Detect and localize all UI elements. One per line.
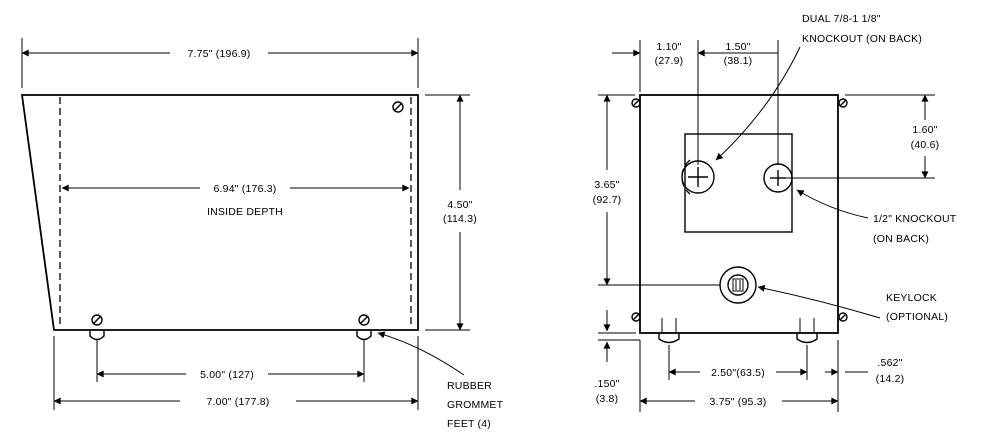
front-height-mm: (92.7) (593, 194, 622, 206)
keylock-label-1: KEYLOCK (886, 292, 937, 304)
left-offset-mm: (27.9) (655, 55, 684, 67)
dual-knockout-label-2: KNOCKOUT (ON BACK) (802, 33, 922, 45)
grommet-label-2: GROMMET (447, 399, 504, 411)
inside-depth-label: INSIDE DEPTH (207, 206, 283, 218)
foot-height-mm: (3.8) (596, 393, 619, 405)
left-offset-in: 1.10" (656, 41, 681, 53)
side-offset-in: .562" (877, 357, 902, 369)
front-foot-right (796, 318, 818, 344)
front-foot-spacing: 2.50"(63.5) (711, 367, 765, 379)
inside-depth-value: 6.94" (176.3) (214, 183, 277, 195)
front-foot-left (658, 318, 680, 344)
keylock-icon (719, 266, 757, 304)
rubber-foot-right (356, 314, 372, 341)
side-body-outline (20, 94, 419, 331)
side-height-in: 4.50" (447, 199, 472, 211)
inner-panel (684, 133, 793, 233)
top-offset-in: 1.60" (912, 124, 937, 136)
dual-knockout-icon (681, 159, 715, 195)
half-knockout-label-1: 1/2" KNOCKOUT (873, 213, 957, 225)
knockout-spacing-mm: (38.1) (724, 55, 753, 67)
half-knockout-label-2: (ON BACK) (873, 233, 929, 245)
rubber-foot-left (89, 314, 105, 341)
knockout-spacing-in: 1.50" (725, 41, 750, 53)
feet-spacing-label: 5.00" (127) (200, 369, 254, 381)
front-width-label: 3.75" (95.3) (710, 396, 767, 408)
foot-height-in: .150" (594, 378, 619, 390)
side-height-mm: (114.3) (443, 213, 477, 225)
front-height-in: 3.65" (594, 179, 619, 191)
front-view: 1.10" (27.9) 1.50" (38.1) DUAL 7/8-1 1/8… (593, 13, 957, 412)
top-offset-mm: (40.6) (911, 139, 940, 151)
base-length-label: 7.00" (177.8) (207, 396, 270, 408)
overall-length-label: 7.75" (196.9) (188, 48, 251, 60)
side-offset-mm: (14.2) (876, 373, 905, 385)
screw-icon (392, 101, 404, 113)
grommet-label-1: RUBBER (447, 380, 492, 392)
corner-screw-icon (631, 98, 848, 322)
keylock-label-2: (OPTIONAL) (886, 311, 948, 323)
grommet-label-3: FEET (4) (447, 418, 491, 430)
dual-knockout-label-1: DUAL 7/8-1 1/8" (802, 13, 881, 25)
side-view: 7.75" (196.9) 6.94" (176.3) INSIDE DEPTH… (20, 38, 504, 430)
half-knockout-icon (763, 163, 793, 193)
front-body-outline (639, 94, 839, 334)
